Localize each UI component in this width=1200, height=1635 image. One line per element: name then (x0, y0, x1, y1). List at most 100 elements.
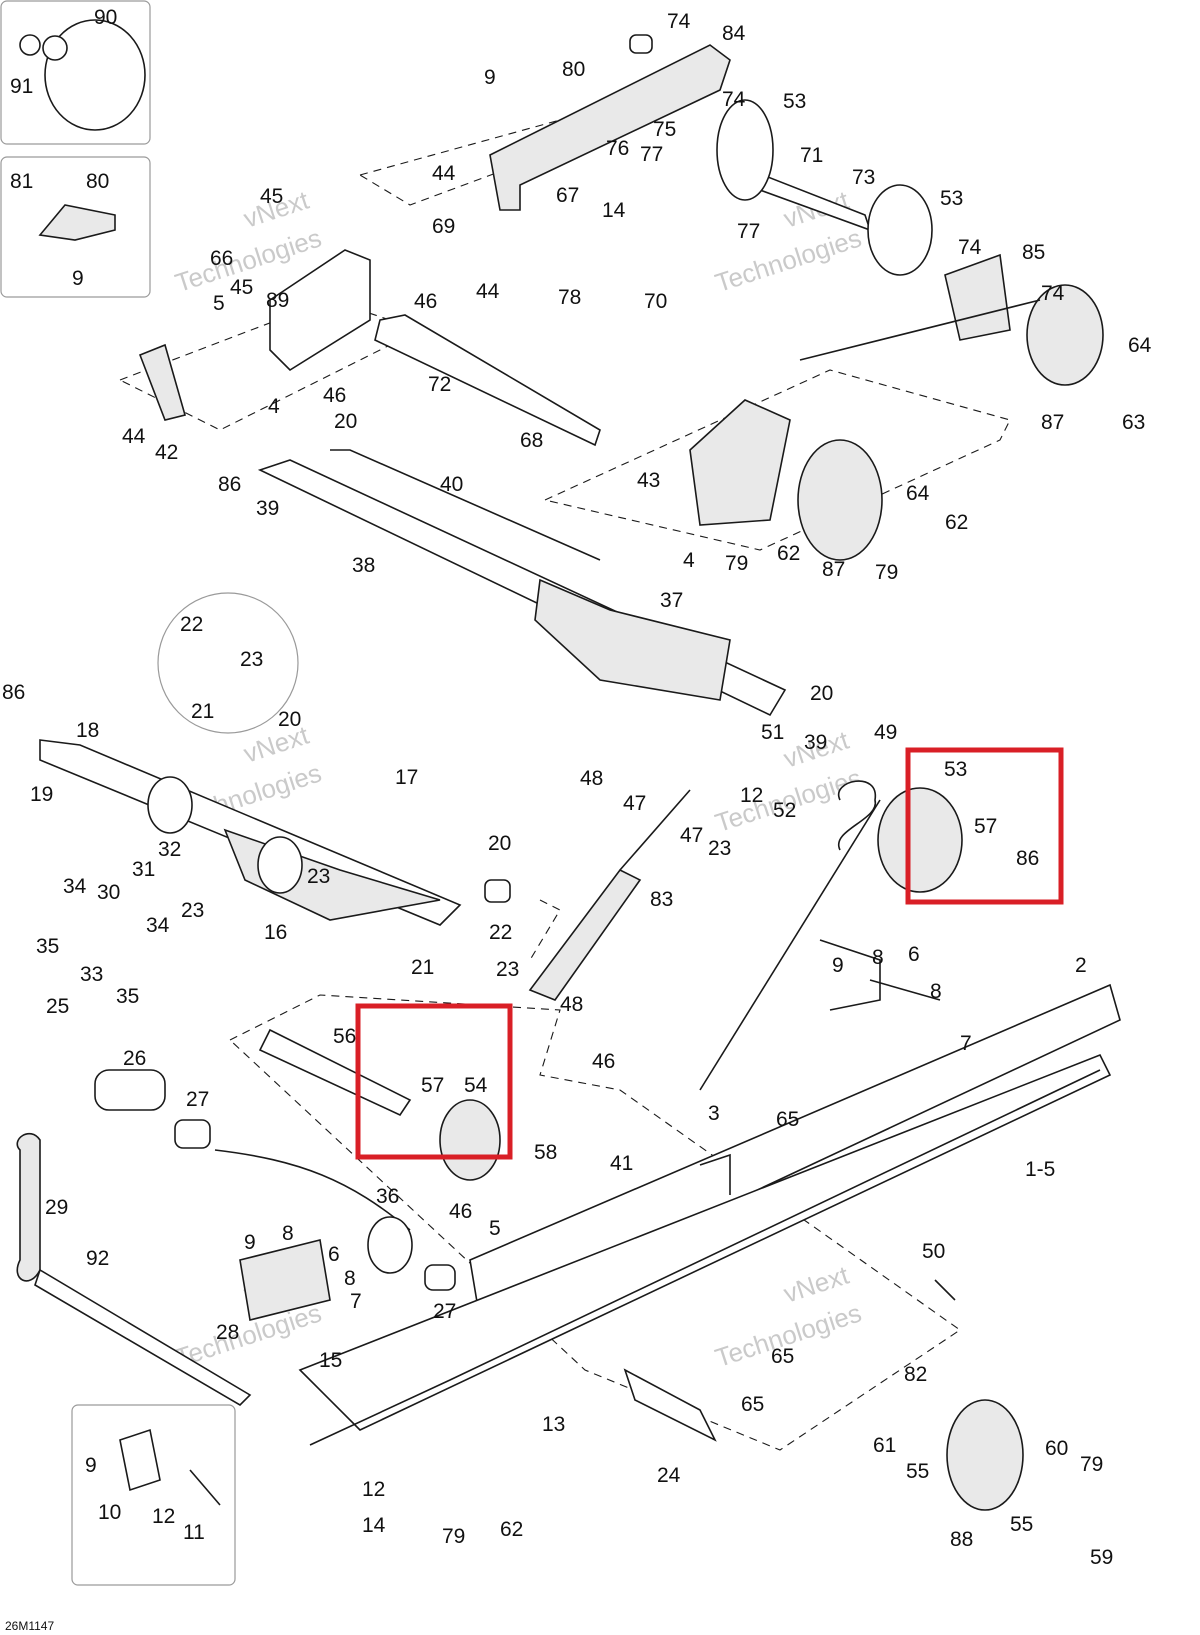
part-label: 23 (496, 958, 519, 981)
part-label: 47 (680, 824, 703, 847)
part-label: 39 (804, 731, 827, 754)
part-label: 12 (152, 1505, 175, 1528)
part-label: 79 (442, 1525, 465, 1548)
part-label: 86 (218, 473, 241, 496)
part-label: 7 (960, 1032, 972, 1055)
part-labels: 90 91 81 80 9 74 84 80 9 74 53 75 76 77 … (2, 6, 1152, 1569)
part-label: 29 (45, 1196, 68, 1219)
part-label: 34 (63, 875, 87, 898)
part-label: 34 (146, 914, 170, 937)
part-label: 36 (376, 1185, 399, 1208)
part-label: 51 (761, 721, 784, 744)
part-label: 31 (132, 858, 155, 881)
part-label: 74 (1041, 282, 1065, 305)
part-label: 27 (433, 1300, 456, 1323)
part-label: 88 (950, 1528, 973, 1551)
part-label: 79 (725, 552, 748, 575)
part-label: 74 (958, 236, 982, 259)
part-label: 4 (683, 549, 695, 572)
part-label: 87 (1041, 411, 1064, 434)
part-label: 85 (1022, 241, 1045, 264)
part-label: 52 (773, 799, 796, 822)
part-label: 6 (908, 943, 920, 966)
part-label: 73 (852, 166, 875, 189)
part-label: 24 (657, 1464, 681, 1487)
part-label: 69 (432, 215, 455, 238)
part-label: 22 (489, 921, 512, 944)
part-label: 61 (873, 1434, 896, 1457)
figure-reference-code: 26M1147 (5, 1619, 54, 1633)
part-label: 92 (86, 1247, 109, 1270)
part-label: 23 (181, 899, 204, 922)
part-label: 45 (230, 276, 253, 299)
part-label: 87 (822, 558, 845, 581)
part-label: 14 (362, 1514, 386, 1537)
part-label: 53 (940, 187, 963, 210)
part-label: 79 (1080, 1453, 1103, 1476)
part-label: 25 (46, 995, 69, 1018)
part-label: 91 (10, 75, 33, 98)
part-label: 20 (278, 708, 301, 731)
part-label: 86 (2, 681, 25, 704)
part-label: 43 (637, 469, 660, 492)
part-label: 23 (240, 648, 263, 671)
highlight-boxes (355, 747, 1064, 1160)
part-label: 16 (264, 921, 287, 944)
part-label: 9 (72, 267, 84, 290)
parts-art (16, 19, 1121, 1511)
part-label: 20 (488, 832, 511, 855)
part-label: 44 (476, 280, 500, 303)
part-label: 63 (1122, 411, 1145, 434)
part-label: 59 (1090, 1546, 1113, 1569)
part-label: 75 (653, 118, 676, 141)
highlight-box-lower-idler (355, 1003, 513, 1160)
part-label: 14 (602, 199, 626, 222)
part-label: 5 (489, 1217, 501, 1240)
part-label: 32 (158, 838, 181, 861)
part-label: 64 (1128, 334, 1152, 357)
part-label: 58 (534, 1141, 557, 1164)
part-label: 9 (484, 66, 496, 89)
part-label: 46 (414, 290, 437, 313)
part-label: 15 (319, 1349, 342, 1372)
part-label: 65 (776, 1108, 799, 1131)
part-label: 28 (216, 1321, 239, 1344)
part-label: 9 (832, 954, 844, 977)
part-label: 22 (180, 613, 203, 636)
part-label: 10 (98, 1501, 121, 1524)
part-label: 48 (580, 767, 603, 790)
part-label: 40 (440, 473, 463, 496)
part-label: 19 (30, 783, 53, 806)
part-label: 30 (97, 881, 120, 904)
part-label: 17 (395, 766, 418, 789)
part-label: 20 (334, 410, 357, 433)
part-label: 49 (874, 721, 897, 744)
part-label: 57 (421, 1074, 444, 1097)
part-label: 77 (640, 143, 663, 166)
part-label: 68 (520, 429, 543, 452)
part-label: 77 (737, 220, 760, 243)
part-label: 21 (191, 700, 214, 723)
part-label: 65 (741, 1393, 764, 1416)
part-label: 86 (1016, 847, 1039, 870)
part-label: 37 (660, 589, 683, 612)
part-label: 79 (875, 561, 898, 584)
part-label: 1-5 (1025, 1158, 1055, 1181)
part-label: 11 (183, 1521, 205, 1544)
part-label: 50 (922, 1240, 945, 1263)
part-label: 56 (333, 1025, 356, 1048)
part-label: 41 (610, 1152, 633, 1175)
part-label: 70 (644, 290, 667, 313)
part-label: 55 (1010, 1513, 1033, 1536)
part-label: 47 (623, 792, 646, 815)
part-label: 83 (650, 888, 673, 911)
part-label: 62 (777, 542, 800, 565)
part-label: 2 (1075, 954, 1087, 977)
part-label: 8 (344, 1267, 356, 1290)
part-label: 20 (810, 682, 833, 705)
part-label: 18 (76, 719, 99, 742)
part-label: 45 (260, 185, 283, 208)
part-label: 35 (116, 985, 139, 1008)
part-label: 46 (449, 1200, 472, 1223)
part-label: 62 (945, 511, 968, 534)
